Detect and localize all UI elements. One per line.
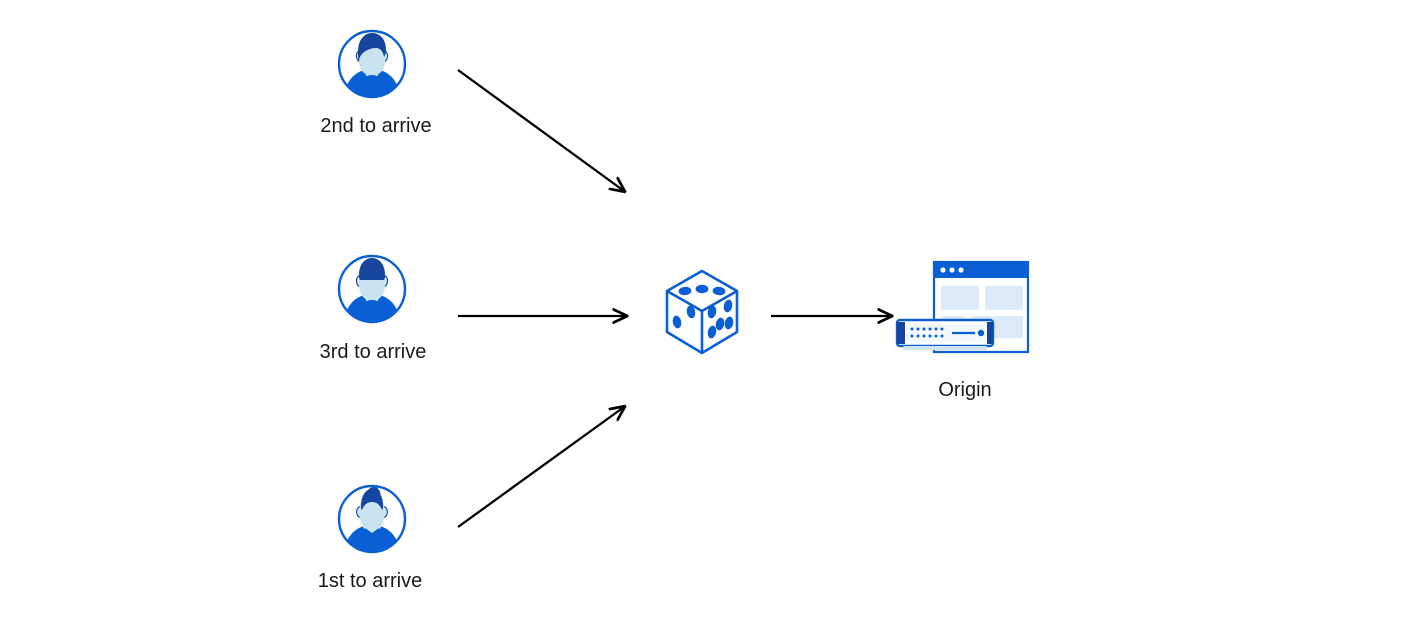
client-node-2nd[interactable] xyxy=(336,28,408,100)
origin-node[interactable] xyxy=(893,258,1033,358)
server-device-icon xyxy=(895,318,995,350)
client-label-3rd: 3rd to arrive xyxy=(319,341,427,363)
randomizer-node[interactable] xyxy=(660,266,744,358)
user-avatar-icon xyxy=(337,254,407,324)
user-avatar-icon xyxy=(337,29,407,99)
client-node-1st[interactable] xyxy=(336,483,408,555)
origin-label: Origin xyxy=(938,379,992,401)
dice-icon xyxy=(665,269,739,355)
client-label-1st: 1st to arrive xyxy=(317,570,423,592)
client-label-2nd: 2nd to arrive xyxy=(320,115,432,137)
arrow-1st-to-dice xyxy=(457,407,624,528)
user-avatar-icon xyxy=(337,484,407,554)
client-node-3rd[interactable] xyxy=(336,253,408,325)
origin-server-icon xyxy=(895,260,1030,354)
